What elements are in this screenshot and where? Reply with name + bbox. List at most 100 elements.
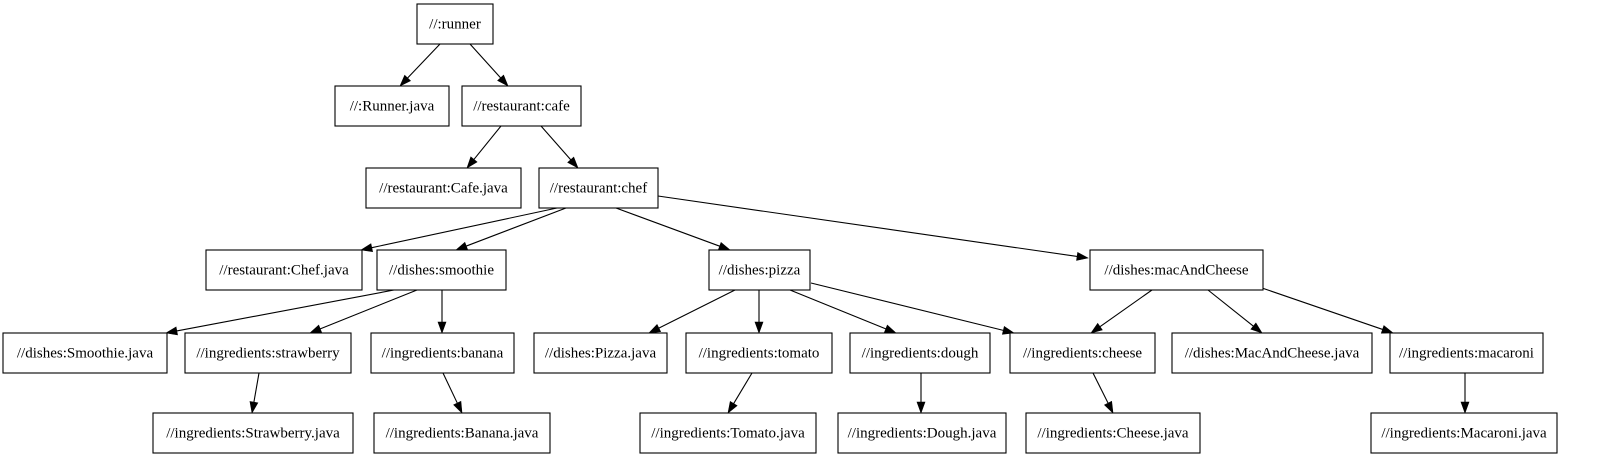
node-box[interactable] xyxy=(152,412,354,454)
graph-node-MacAndCheeseJava[interactable]: //dishes:MacAndCheese.java xyxy=(1171,332,1373,374)
arrowhead-icon xyxy=(1250,322,1263,334)
node-box[interactable] xyxy=(376,249,507,291)
node-box[interactable] xyxy=(1370,412,1558,454)
edge-line xyxy=(469,43,502,79)
node-box[interactable] xyxy=(184,332,352,374)
node-label: //restaurant:Chef.java xyxy=(219,262,349,278)
graph-node-macAndCheese[interactable]: //dishes:macAndCheese xyxy=(1089,249,1264,291)
edge-runner-to-RunnerJava xyxy=(399,43,441,87)
node-box[interactable] xyxy=(1089,249,1264,291)
edge-dough-to-DoughJava xyxy=(916,373,926,414)
graph-node-StrawberryJava[interactable]: //ingredients:Strawberry.java xyxy=(152,412,354,454)
edge-smoothie-to-SmoothieJava xyxy=(165,289,395,336)
edge-macAndCheese-to-cheese xyxy=(1090,289,1153,334)
graph-node-RunnerJava[interactable]: //:Runner.java xyxy=(334,85,450,127)
edge-line xyxy=(658,289,736,329)
arrowhead-icon xyxy=(916,401,926,414)
edge-macaroni-to-MacaroniJava xyxy=(1460,373,1470,414)
node-label: //ingredients:Cheese.java xyxy=(1037,425,1189,441)
edge-smoothie-to-banana xyxy=(437,290,447,334)
graph-node-MacaroniJava[interactable]: //ingredients:Macaroni.java xyxy=(1370,412,1558,454)
node-box[interactable] xyxy=(1025,412,1201,454)
node-label: //ingredients:strawberry xyxy=(196,345,340,361)
node-box[interactable] xyxy=(205,249,363,291)
graph-node-tomato[interactable]: //ingredients:tomato xyxy=(685,332,833,374)
node-box[interactable] xyxy=(708,249,811,291)
graph-node-strawberry[interactable]: //ingredients:strawberry xyxy=(184,332,352,374)
arrowhead-icon xyxy=(1380,325,1394,334)
graph-node-ChefJava[interactable]: //restaurant:Chef.java xyxy=(205,249,363,291)
graph-node-smoothie[interactable]: //dishes:smoothie xyxy=(376,249,507,291)
graph-node-dough[interactable]: //ingredients:dough xyxy=(849,332,991,374)
edge-chef-to-ChefJava xyxy=(360,207,558,252)
node-box[interactable] xyxy=(849,332,991,374)
arrowhead-icon xyxy=(1001,325,1015,335)
edge-line xyxy=(253,372,260,403)
graph-node-cafe[interactable]: //restaurant:cafe xyxy=(461,85,582,127)
graph-node-cheese[interactable]: //ingredients:cheese xyxy=(1009,332,1156,374)
node-label: //restaurant:Cafe.java xyxy=(379,180,508,196)
node-box[interactable] xyxy=(461,85,582,127)
edge-cafe-to-chef xyxy=(540,125,579,169)
graph-node-TomatoJava[interactable]: //ingredients:Tomato.java xyxy=(639,412,817,454)
node-label: //dishes:macAndCheese xyxy=(1104,262,1248,278)
node-label: //dishes:smoothie xyxy=(389,262,494,278)
node-box[interactable] xyxy=(538,167,659,209)
node-box[interactable] xyxy=(533,332,668,374)
graph-node-CheeseJava[interactable]: //ingredients:Cheese.java xyxy=(1025,412,1201,454)
graph-node-pizza[interactable]: //dishes:pizza xyxy=(708,249,811,291)
graph-node-runner[interactable]: //:runner xyxy=(416,3,494,45)
node-box[interactable] xyxy=(1389,332,1544,374)
node-label: //dishes:pizza xyxy=(719,262,801,278)
arrowhead-icon xyxy=(437,321,447,334)
graph-node-BananaJava[interactable]: //ingredients:Banana.java xyxy=(373,412,551,454)
node-label: //ingredients:Strawberry.java xyxy=(166,425,340,441)
edge-cheese-to-CheeseJava xyxy=(1092,372,1114,414)
node-label: //dishes:Smoothie.java xyxy=(17,345,154,361)
arrowhead-icon xyxy=(466,156,478,169)
node-box[interactable] xyxy=(639,412,817,454)
graph-node-chef[interactable]: //restaurant:chef xyxy=(538,167,659,209)
graph-node-SmoothieJava[interactable]: //dishes:Smoothie.java xyxy=(2,332,168,374)
node-box[interactable] xyxy=(837,412,1007,454)
edge-line xyxy=(320,289,418,330)
edge-line xyxy=(1207,289,1254,327)
graph-node-DoughJava[interactable]: //ingredients:Dough.java xyxy=(837,412,1007,454)
edge-smoothie-to-strawberry xyxy=(309,289,418,334)
edge-tomato-to-TomatoJava xyxy=(727,372,753,414)
edge-banana-to-BananaJava xyxy=(442,372,463,414)
arrowhead-icon xyxy=(165,326,178,336)
node-label: //ingredients:Dough.java xyxy=(848,425,997,441)
node-label: //ingredients:cheese xyxy=(1023,345,1142,361)
edge-chef-to-smoothie xyxy=(455,207,567,251)
arrowhead-icon xyxy=(727,401,738,414)
node-box[interactable] xyxy=(365,167,522,209)
graph-node-PizzaJava[interactable]: //dishes:Pizza.java xyxy=(533,332,668,374)
graph-node-banana[interactable]: //ingredients:banana xyxy=(370,332,515,374)
arrowhead-icon xyxy=(883,324,897,334)
edge-macAndCheese-to-MacAndCheeseJava xyxy=(1207,289,1263,334)
edge-line xyxy=(371,207,558,249)
edge-line xyxy=(789,289,887,330)
edge-pizza-to-tomato xyxy=(754,290,764,334)
node-label: //ingredients:macaroni xyxy=(1399,345,1534,361)
edge-line xyxy=(1261,287,1383,330)
node-box[interactable] xyxy=(334,85,450,127)
node-box[interactable] xyxy=(1009,332,1156,374)
node-label: //ingredients:tomato xyxy=(699,345,820,361)
node-box[interactable] xyxy=(373,412,551,454)
node-label: //ingredients:Macaroni.java xyxy=(1381,425,1547,441)
graph-node-CafeJava[interactable]: //restaurant:Cafe.java xyxy=(365,167,522,209)
node-box[interactable] xyxy=(416,3,494,45)
node-label: //ingredients:dough xyxy=(862,345,979,361)
node-box[interactable] xyxy=(370,332,515,374)
node-box[interactable] xyxy=(2,332,168,374)
node-box[interactable] xyxy=(685,332,833,374)
graph-node-macaroni[interactable]: //ingredients:macaroni xyxy=(1389,332,1544,374)
node-box[interactable] xyxy=(1171,332,1373,374)
arrowhead-icon xyxy=(1103,400,1114,414)
arrowhead-icon xyxy=(648,323,662,334)
node-label: //dishes:Pizza.java xyxy=(545,345,657,361)
node-label: //ingredients:Banana.java xyxy=(386,425,539,441)
